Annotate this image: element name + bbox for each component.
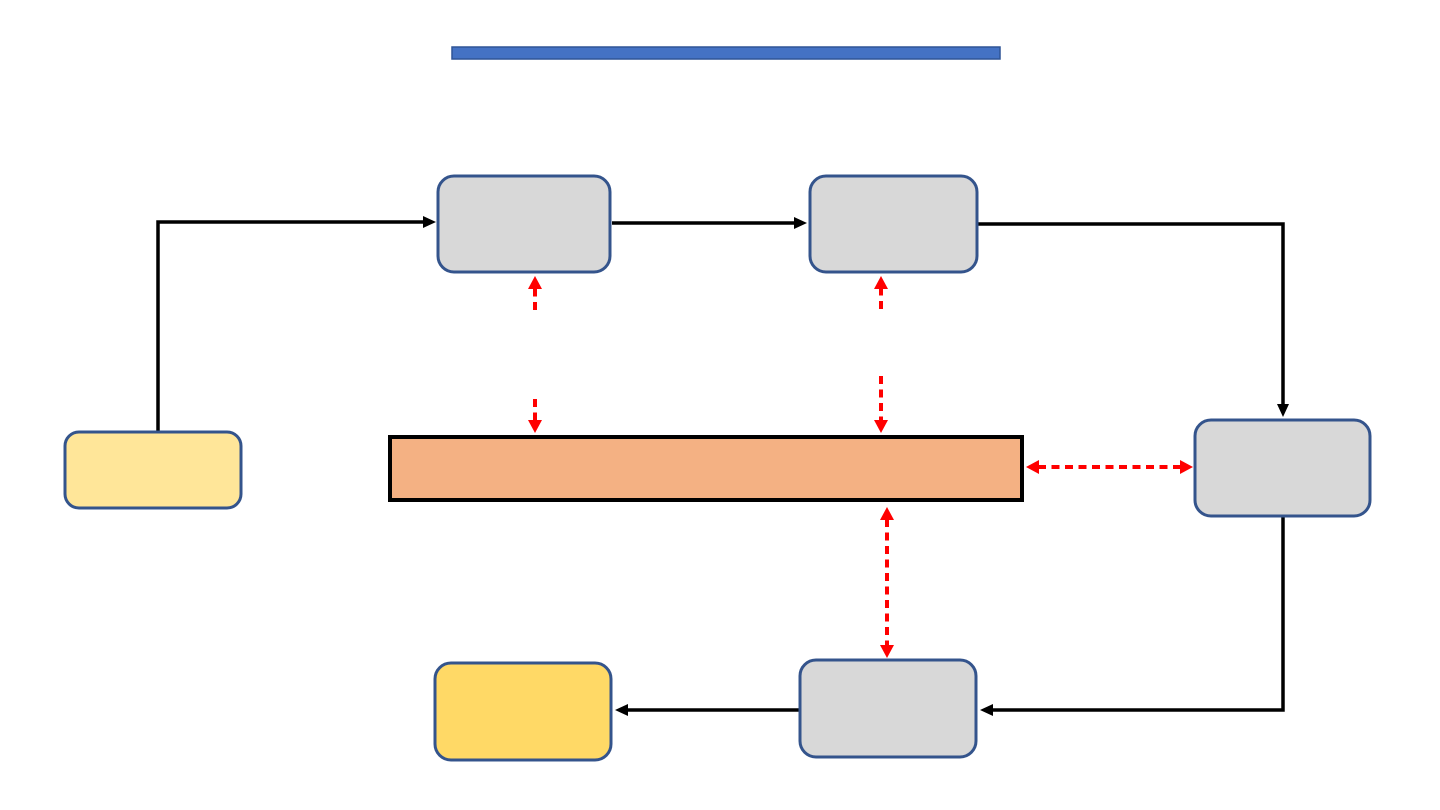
- node-bottom-step: [798, 658, 978, 759]
- connector-step2-to-rightstep: [977, 222, 1289, 417]
- connector-rightstep-to-bottomstep: [980, 515, 1285, 716]
- node-central-bus: [388, 435, 1024, 502]
- node-right-step: [1193, 418, 1372, 518]
- node-end-result: [433, 661, 613, 762]
- node-left-start: [63, 430, 243, 510]
- connector-start-to-step1: [156, 216, 436, 432]
- node-top-step-2: [808, 174, 979, 274]
- node-top-step-1: [436, 174, 612, 274]
- title-bar: [451, 46, 1001, 60]
